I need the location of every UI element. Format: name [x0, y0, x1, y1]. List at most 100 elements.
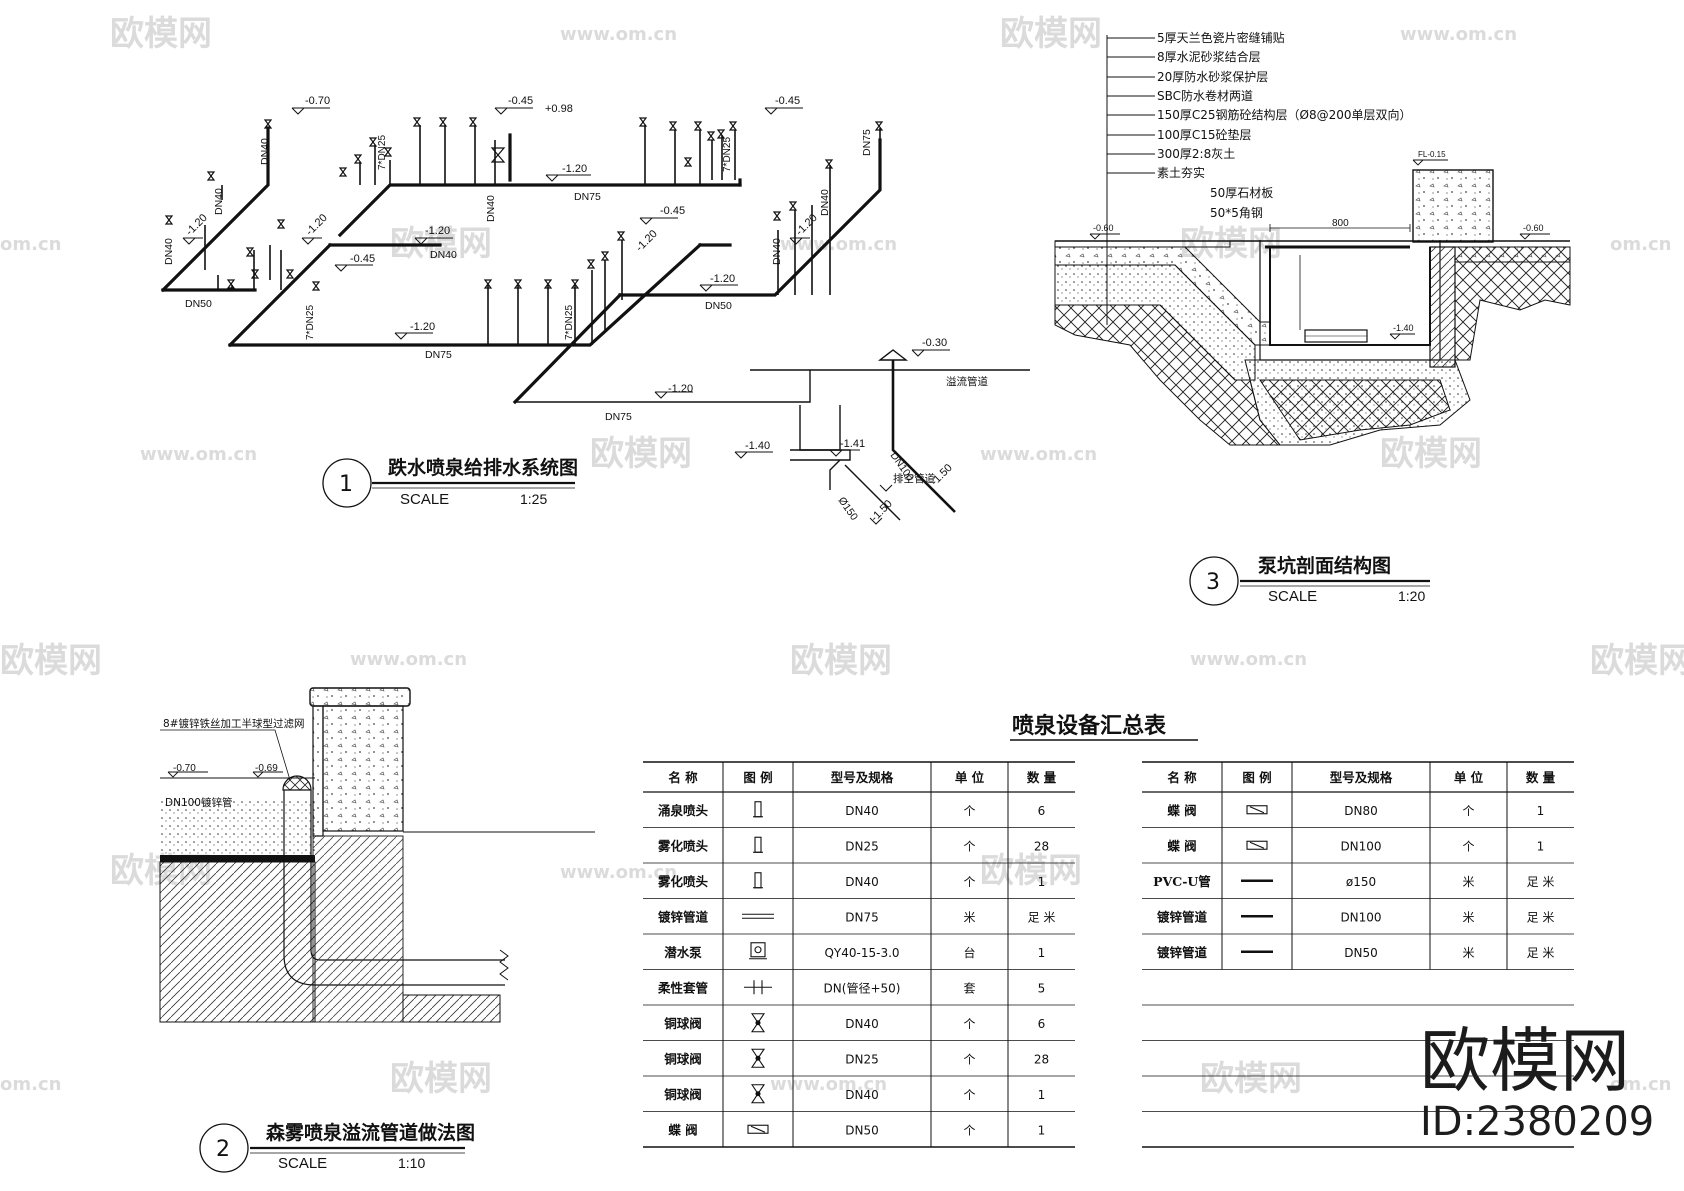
- level-label: -0.45: [775, 95, 800, 107]
- watermark-brand: 欧模网: [390, 1059, 492, 1099]
- cell-qty: 足 米: [1527, 946, 1555, 960]
- note-angle-steel: 50*5角钢: [1210, 206, 1263, 220]
- note-drain: 排空管道: [893, 472, 935, 485]
- table-header: 数 量: [1525, 770, 1556, 785]
- watermark-site: www.om.cn: [980, 444, 1097, 465]
- cell-unit: 台: [963, 945, 975, 960]
- dim-label: 800: [1332, 218, 1349, 229]
- ball-valve-icon: [750, 1048, 766, 1068]
- drawing-2-scale-value: 1:10: [398, 1155, 425, 1171]
- level-label: -0.45: [350, 253, 375, 265]
- cell-qty: 28: [1034, 839, 1049, 853]
- level-label: -0.30: [922, 337, 947, 349]
- layer-label: 8厚水泥砂浆结合层: [1157, 49, 1261, 64]
- cell-unit: 米: [1462, 910, 1474, 924]
- drawing-3-title: 泵坑剖面结构图: [1258, 554, 1391, 577]
- cell-spec: DN40: [845, 875, 879, 889]
- watermark-brand: 欧模网: [110, 14, 212, 54]
- table-row: 雾化喷头 DN25 个 28: [657, 836, 1049, 853]
- watermark-site: www.om.cn: [560, 862, 677, 883]
- drawing-1-number: 1: [339, 472, 353, 497]
- layer-label: 5厚天兰色瓷片密缝铺贴: [1157, 30, 1285, 45]
- cell-qty: 足 米: [1527, 910, 1555, 924]
- brand-id: ID:2380209: [1420, 1099, 1654, 1145]
- watermark-brand: 欧模网: [1000, 14, 1102, 54]
- level-label: -0.45: [508, 95, 533, 107]
- table-row: 镀锌管道 DN100 米 足 米: [1157, 909, 1554, 924]
- layer-label: 素土夯实: [1157, 165, 1205, 180]
- cell-unit: 个: [963, 875, 975, 889]
- layer-label: 100厚C15砼垫层: [1157, 127, 1252, 142]
- level-label: -0.60: [1523, 223, 1544, 233]
- drawing-3-pump-pit: [1054, 35, 1571, 606]
- cell-name: 镀锌管道: [1157, 909, 1208, 924]
- level-label: -1.20: [410, 321, 435, 333]
- pipe-label: DN50: [185, 298, 212, 310]
- level-label: -0.70: [173, 763, 196, 774]
- spec-label: 7*DN25: [305, 305, 316, 340]
- drawing-2-number-circle: [199, 1123, 249, 1173]
- watermark-site: www.om.cn: [350, 649, 467, 670]
- cell-name: 涌泉喷头: [658, 803, 709, 818]
- cell-name: 雾化喷头: [657, 838, 709, 853]
- cell-qty: 1: [1038, 875, 1046, 889]
- cell-spec: DN75: [845, 910, 879, 924]
- drawing-1-scale-label: SCALE: [400, 491, 449, 508]
- drawing-3-text: 5厚天兰色瓷片密缝铺贴 8厚水泥砂浆结合层 20厚防水砂浆保护层 SBC防水卷材…: [1093, 30, 1544, 605]
- cell-name: 铜球阀: [664, 1016, 702, 1031]
- cell-spec: DN25: [845, 839, 879, 853]
- note-filter: 8#镀锌铁丝加工半球型过滤网: [163, 717, 304, 730]
- ball-valve-icon: [750, 1084, 766, 1104]
- drawing-3-scale-value: 1:20: [1398, 588, 1425, 604]
- drawing-1-number-circle: [322, 458, 372, 508]
- cell-qty: 1: [1537, 804, 1545, 818]
- cell-qty: 足 米: [1527, 875, 1555, 889]
- cell-name: PVC-U管: [1153, 874, 1211, 889]
- cell-spec: DN50: [1344, 946, 1378, 960]
- table-header: 型号及规格: [831, 770, 894, 785]
- pipe-label: DN40: [163, 238, 175, 265]
- cell-unit: 个: [963, 839, 975, 853]
- cell-spec: DN80: [1344, 804, 1378, 818]
- drawing-2-title: 森雾喷泉溢流管道做法图: [266, 1121, 475, 1144]
- pump-icon: [749, 942, 767, 960]
- watermark-domain: om.cn: [1610, 1074, 1671, 1095]
- level-label: -1.20: [668, 383, 693, 395]
- drawing-3-number-circle: [1189, 556, 1239, 606]
- pipe-label: DN75: [861, 129, 873, 156]
- spec-label: 7*DN25: [722, 137, 733, 172]
- brand-block: 欧模网 ID:2380209: [1420, 1020, 1654, 1145]
- cell-spec: DN100: [1340, 910, 1381, 924]
- drawing-3-scale-label: SCALE: [1268, 588, 1317, 605]
- butterfly-valve-icon: [1246, 840, 1268, 850]
- drawing-2-number: 2: [216, 1137, 230, 1162]
- table-header: 名 称: [668, 770, 698, 785]
- level-label: +0.98: [545, 103, 573, 115]
- cell-name: 蝶 阀: [1167, 803, 1196, 818]
- drawing-1-scale-value: 1:25: [520, 491, 547, 507]
- cell-unit: 个: [963, 1088, 975, 1102]
- layer-label: 300厚2:8灰土: [1157, 147, 1235, 161]
- cell-qty: 28: [1034, 1052, 1049, 1066]
- level-label: -0.45: [660, 205, 685, 217]
- cell-unit: 个: [963, 1052, 975, 1066]
- watermark-site: www.om.cn: [780, 234, 897, 255]
- watermark-brand: 欧模网: [1200, 1059, 1302, 1099]
- note-pipe: DN100镀锌管: [165, 796, 232, 809]
- watermark-layer: 欧模网 欧模网 欧模网 欧模网 欧模网 欧模网 欧模网 欧模网 欧模网 欧模网 …: [0, 14, 1684, 1099]
- cell-name: 蝶 阀: [668, 1122, 697, 1137]
- pipe-label: DN40: [430, 249, 457, 261]
- table-header: 图 例: [1242, 770, 1271, 785]
- note-stone-slab: 50厚石材板: [1210, 186, 1273, 200]
- cell-qty: 1: [1038, 1123, 1046, 1137]
- level-label: -1.20: [562, 163, 587, 175]
